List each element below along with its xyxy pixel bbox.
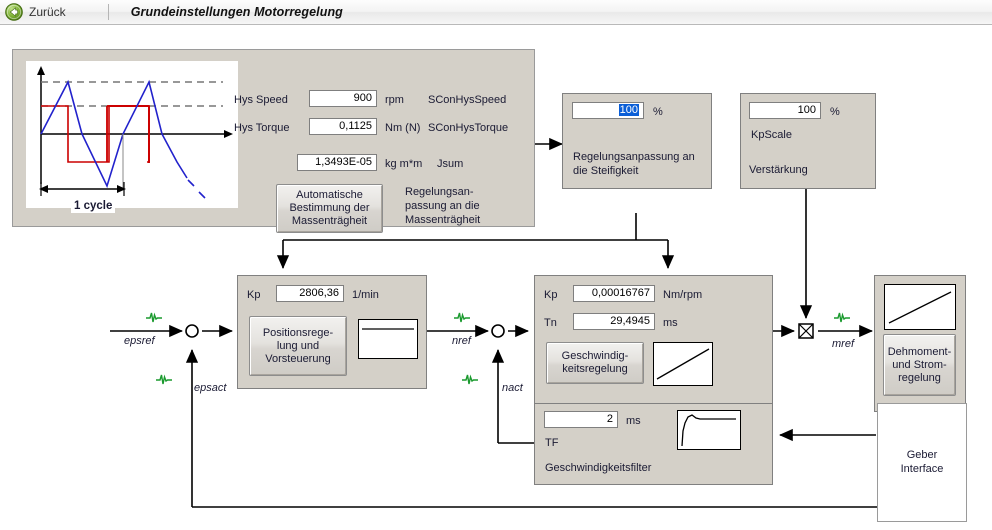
- signal-probe-icon: [146, 311, 162, 326]
- position-control-button[interactable]: Positionsrege- lung und Vorsteuerung: [249, 316, 347, 376]
- signal-probe-icon: [462, 373, 478, 388]
- ramp-plot-icon: [884, 284, 956, 330]
- speed-kp-input[interactable]: 0,00016767: [573, 285, 655, 302]
- speed-filter-unit: ms: [626, 415, 641, 427]
- hys-torque-label: Hys Torque: [234, 122, 290, 134]
- position-kp-input[interactable]: 2806,36: [276, 285, 344, 302]
- speed-filter-caption: Geschwindigkeitsfilter: [545, 462, 652, 474]
- hys-torque-param: SConHysTorque: [428, 122, 509, 134]
- hysteresis-panel: 1 cycle Hys Speed 900 rpm SConHysSpeed H…: [12, 49, 535, 233]
- stiffness-input-value: 100: [618, 104, 639, 116]
- signal-probe-icon: [156, 373, 172, 388]
- speed-filter-box: 2 ms TF Geschwindigkeitsfilter: [534, 403, 773, 485]
- kpscale-box: 100 % KpScale Verstärkung: [740, 93, 876, 189]
- signal-label-mref: mref: [832, 338, 854, 350]
- speed-tn-input[interactable]: 29,4945: [573, 313, 655, 330]
- jsum-unit: kg m*m: [385, 158, 423, 170]
- speed-kp-unit: Nm/rpm: [663, 289, 703, 301]
- back-button[interactable]: Zurück: [0, 0, 66, 24]
- toolbar-separator: [107, 4, 109, 20]
- speed-control-button[interactable]: Geschwindig- keitsregelung: [546, 342, 644, 384]
- step-response-plot-icon: [358, 319, 418, 359]
- position-controller-box: Kp 2806,36 1/min Positionsrege- lung und…: [237, 275, 427, 389]
- signal-probe-icon: [454, 311, 470, 326]
- signal-label-nact: nact: [502, 382, 523, 394]
- hysteresis-chart: [26, 61, 238, 208]
- hys-speed-unit: rpm: [385, 94, 404, 106]
- jsum-param: Jsum: [437, 158, 464, 170]
- auto-inertia-note: Regelungsan- passung an die Massenträghe…: [405, 186, 481, 226]
- encoder-interface-label: Geber Interface: [900, 449, 944, 475]
- signal-label-epsact: epsact: [194, 382, 227, 394]
- ramp-plot-icon: [653, 342, 713, 386]
- speed-filter-input[interactable]: 2: [544, 411, 618, 428]
- signal-label-epsref: epsref: [124, 335, 155, 347]
- diagram-canvas: epsref epsact nref nact mref: [0, 25, 992, 530]
- kpscale-param: KpScale: [751, 129, 792, 141]
- back-label: Zurück: [29, 5, 66, 19]
- signal-probe-icon: [834, 311, 850, 326]
- back-arrow-icon: [5, 3, 23, 21]
- kpscale-input[interactable]: 100: [749, 102, 821, 119]
- position-kp-unit: 1/min: [352, 289, 379, 301]
- stiffness-input[interactable]: 100: [572, 102, 644, 119]
- speed-controller-box: Kp 0,00016767 Nm/rpm Tn 29,4945 ms Gesch…: [534, 275, 773, 411]
- jsum-input[interactable]: 1,3493E-05: [297, 154, 377, 171]
- torque-controller-box: Dehmoment- und Strom- regelung: [874, 275, 966, 412]
- title-bar: Zurück Grundeinstellungen Motorregelung: [0, 0, 992, 25]
- chart-cycle-caption: 1 cycle: [71, 200, 116, 213]
- speed-kp-label: Kp: [544, 289, 558, 301]
- stiffness-unit: %: [653, 106, 663, 118]
- position-kp-label: Kp: [247, 289, 261, 301]
- kpscale-caption: Verstärkung: [749, 164, 808, 176]
- stiffness-adjustment-box: 100 % Regelungsanpassung an die Steifigk…: [562, 93, 712, 189]
- signal-label-nref: nref: [452, 335, 471, 347]
- hys-speed-input[interactable]: 900: [309, 90, 377, 107]
- hys-torque-input[interactable]: 0,1125: [309, 118, 377, 135]
- hys-torque-unit: Nm (N): [385, 122, 421, 134]
- multiplier-junction: [798, 323, 814, 339]
- speed-filter-param: TF: [545, 437, 559, 449]
- hys-speed-label: Hys Speed: [234, 94, 288, 106]
- stiffness-caption: Regelungsanpassung an die Steifigkeit: [573, 151, 695, 177]
- speed-tn-label: Tn: [544, 317, 557, 329]
- torque-control-button[interactable]: Dehmoment- und Strom- regelung: [883, 334, 956, 396]
- filter-step-plot-icon: [677, 410, 741, 450]
- kpscale-unit: %: [830, 106, 840, 118]
- speed-tn-unit: ms: [663, 317, 678, 329]
- auto-inertia-button[interactable]: Automatische Bestimmung der Massenträghe…: [276, 184, 383, 233]
- hys-speed-param: SConHysSpeed: [428, 94, 507, 106]
- page-title: Grundeinstellungen Motorregelung: [130, 5, 343, 19]
- encoder-interface-box: Geber Interface: [877, 403, 967, 522]
